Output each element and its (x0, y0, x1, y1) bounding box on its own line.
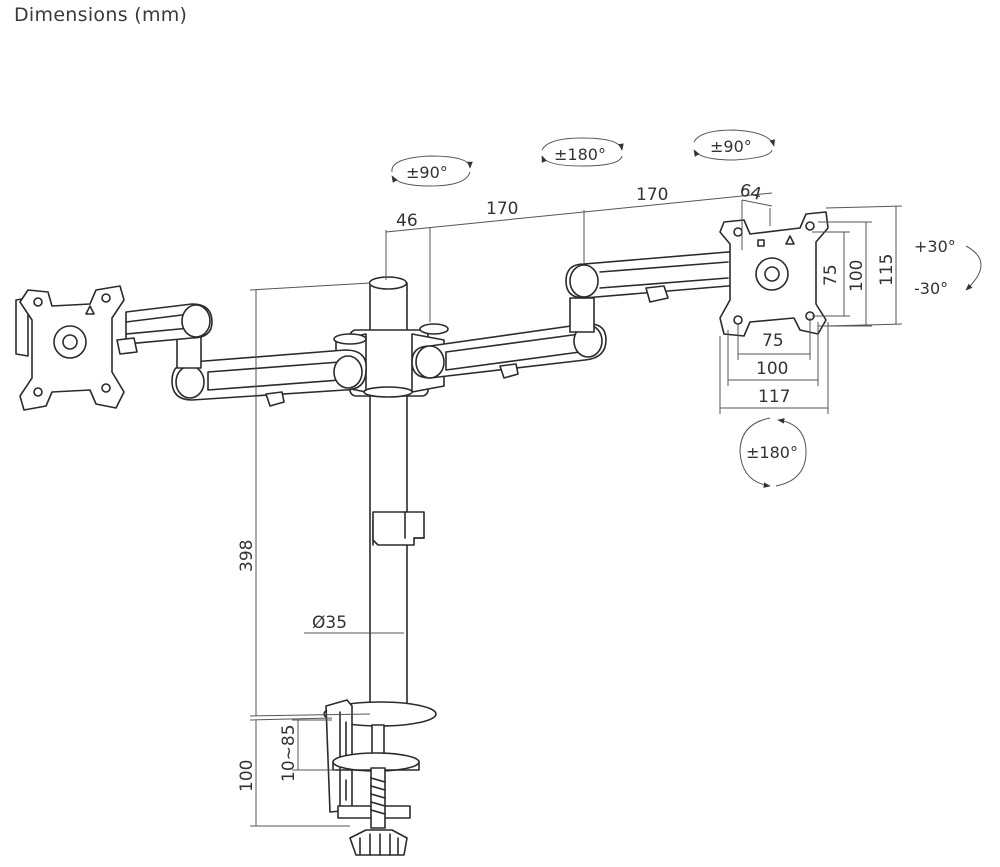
dim-clamp-height: 100 (237, 760, 257, 792)
page-title: Dimensions (mm) (14, 4, 188, 26)
rotation-label-mid-joint: ±180° (554, 145, 606, 164)
rotation-label-head-swivel: ±90° (710, 137, 752, 156)
left-vesa-plate (19, 285, 125, 411)
dim-pole-offset: 46 (396, 211, 418, 231)
dim-plate-width: 117 (758, 387, 790, 407)
tilt-up-label: +30° (914, 237, 956, 256)
rotation-label-pole-arm: ±90° (406, 163, 448, 182)
rotation-label-head-rotation: ±180° (746, 443, 798, 462)
dim-vesa-v-75: 75 (821, 264, 841, 286)
dimension-lines (249, 192, 903, 827)
clamp-knob (349, 829, 408, 856)
left-arm (15, 297, 367, 407)
dim-vesa-h-100: 100 (756, 359, 788, 379)
dim-arm-segment-1: 170 (486, 199, 518, 219)
desk-clamp (323, 699, 437, 856)
right-vesa-plate (719, 211, 829, 337)
dim-pole-diameter: Ø35 (312, 613, 347, 633)
dim-vesa-h-75: 75 (762, 331, 784, 351)
rotation-arrows (391, 129, 982, 488)
tilt-down-label: -30° (914, 279, 948, 298)
dim-pole-height: 398 (237, 540, 257, 572)
labels: ±90° ±180° ±90° ±180° +30° -30° 46 170 1… (237, 137, 956, 792)
right-arm (411, 251, 743, 379)
cable-clip (372, 511, 425, 546)
dim-arm-segment-2: 170 (636, 185, 668, 205)
dim-vesa-v-100: 100 (847, 260, 867, 292)
dim-plate-height: 115 (877, 254, 897, 286)
dim-clamp-range: 10~85 (279, 724, 299, 782)
